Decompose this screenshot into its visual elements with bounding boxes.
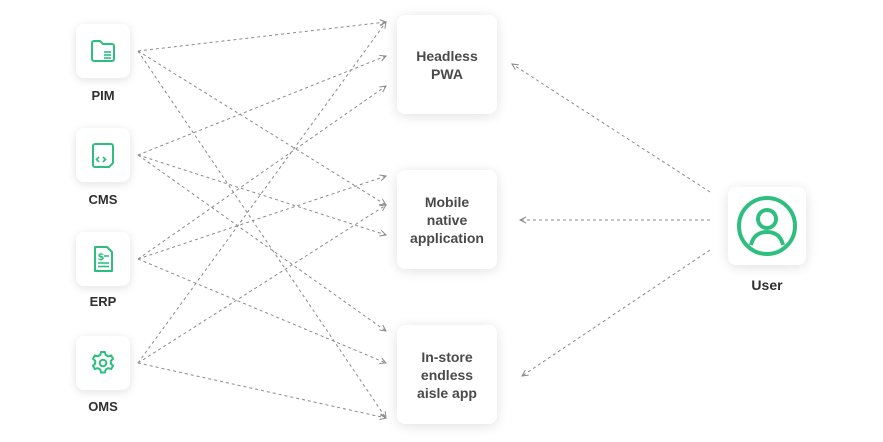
user-icon (737, 196, 797, 256)
connector-user-to-instore (522, 249, 711, 376)
cms-label: CMS (88, 192, 118, 207)
connector-oms-to-instore (137, 362, 386, 418)
erp-icon-card: $ (76, 232, 130, 286)
connector-cms-to-instore (137, 154, 386, 331)
folder-icon (91, 40, 115, 62)
connector-erp-to-pwa (137, 86, 386, 260)
oms-label: OMS (88, 399, 118, 414)
user-connector-lines (512, 64, 711, 376)
user-label: User (751, 277, 783, 293)
pim-label: PIM (91, 88, 115, 103)
connector-pim-to-mobile (137, 50, 386, 205)
connector-erp-to-instore (137, 258, 386, 363)
in-store-endless-aisle-app-label: In-store endless aisle app (417, 348, 477, 401)
headless-pwa-label: Headless PWA (416, 47, 478, 82)
code-file-icon (92, 143, 114, 168)
mobile-native-application-label: Mobile native application (410, 193, 484, 246)
connector-oms-to-mobile (137, 205, 386, 364)
gear-icon (91, 351, 115, 374)
erp-label: ERP (89, 294, 117, 309)
cms-icon-card (76, 128, 130, 182)
connector-cms-to-pwa (137, 56, 386, 156)
connector-oms-to-pwa (137, 22, 386, 364)
connector-pim-to-pwa (137, 22, 386, 52)
connector-erp-to-mobile (137, 176, 386, 260)
target-mobile-native-application: Mobile native application (397, 170, 497, 269)
target-in-store-endless-aisle-app: In-store endless aisle app (397, 325, 497, 424)
invoice-icon: $ (94, 246, 113, 272)
oms-icon-card (76, 336, 130, 390)
connector-cms-to-mobile (137, 154, 386, 235)
svg-text:$: $ (98, 252, 105, 263)
target-headless-pwa: Headless PWA (397, 15, 497, 114)
connector-pim-to-instore (137, 50, 386, 418)
pim-icon-card (76, 24, 130, 78)
user-card (728, 187, 806, 265)
source-connector-lines (137, 22, 386, 418)
connector-user-to-pwa (512, 64, 711, 193)
